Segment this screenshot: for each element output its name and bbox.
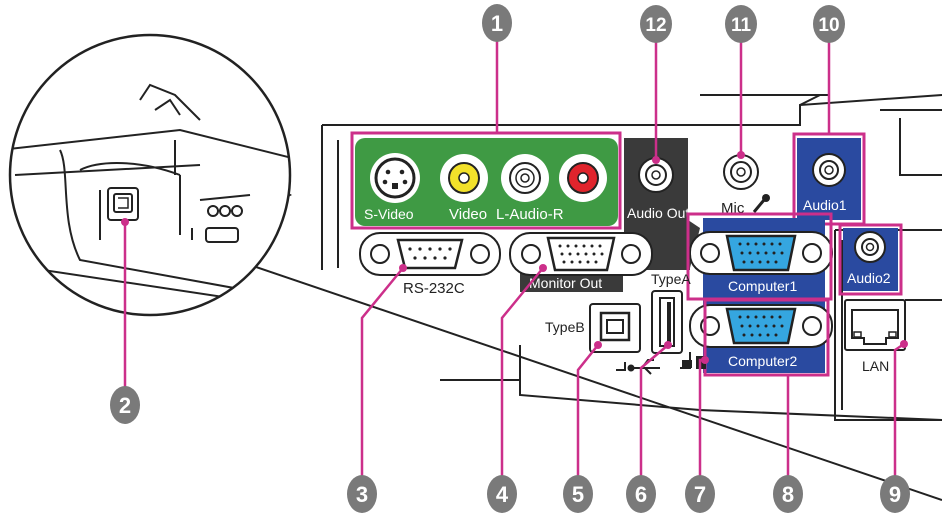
svg-text:2: 2 bbox=[119, 393, 131, 418]
lan-label: LAN bbox=[862, 358, 889, 374]
callout-10: 10 bbox=[813, 5, 845, 43]
callout-7: 7 bbox=[685, 475, 715, 513]
svg-text:12: 12 bbox=[645, 15, 666, 36]
usb-icon bbox=[616, 359, 660, 375]
monitor-out-label: Monitor Out bbox=[529, 275, 602, 291]
svg-text:5: 5 bbox=[572, 482, 584, 507]
lan-port-icon bbox=[851, 309, 899, 345]
callout-5: 5 bbox=[563, 475, 593, 513]
mic-port: Mic bbox=[721, 154, 770, 217]
callout-8: 8 bbox=[773, 475, 803, 513]
lan-port: LAN bbox=[844, 299, 906, 374]
av-input-panel: S-Video Video L-Audio-R bbox=[350, 131, 622, 230]
s-video-label: S-Video bbox=[364, 206, 414, 222]
audio2-port: Audio2 bbox=[838, 223, 903, 296]
callout-6: 6 bbox=[626, 475, 656, 513]
callout-11: 11 bbox=[725, 5, 757, 43]
svg-text:7: 7 bbox=[694, 482, 706, 507]
svg-text:8: 8 bbox=[782, 482, 794, 507]
svg-text:6: 6 bbox=[635, 482, 647, 507]
svg-text:9: 9 bbox=[889, 482, 901, 507]
rs232c-port: RS-232C bbox=[359, 232, 501, 297]
callout-9: 9 bbox=[880, 475, 910, 513]
mic-icon bbox=[752, 194, 770, 213]
computer1-label: Computer1 bbox=[728, 278, 797, 294]
monitor-out-port: Monitor Out bbox=[509, 232, 653, 292]
svg-text:11: 11 bbox=[731, 15, 752, 36]
audio2-label: Audio2 bbox=[847, 270, 891, 286]
svg-text:3: 3 bbox=[356, 482, 368, 507]
callout-4: 4 bbox=[487, 475, 517, 513]
highlight-box-computer2 bbox=[703, 298, 830, 377]
usb-type-b-port: TypeB bbox=[545, 303, 660, 375]
svg-text:10: 10 bbox=[818, 15, 839, 36]
callout-3: 3 bbox=[347, 475, 377, 513]
video-port bbox=[440, 154, 488, 202]
video-label: Video bbox=[449, 206, 487, 223]
callout-markers: 1 12 11 10 2 3 4 5 bbox=[110, 4, 910, 513]
magnifier-inset bbox=[8, 33, 292, 317]
svg-text:4: 4 bbox=[496, 482, 509, 507]
type-a-label: TypeA bbox=[651, 271, 691, 287]
audio1-port: Audio1 bbox=[792, 132, 866, 226]
type-b-label: TypeB bbox=[545, 319, 585, 335]
computer2-port: Computer2 bbox=[689, 304, 833, 369]
audio-l-port bbox=[501, 154, 549, 202]
audio-out-label: Audio Out bbox=[627, 205, 689, 221]
rs232c-label: RS-232C bbox=[403, 280, 465, 297]
svg-text:1: 1 bbox=[491, 11, 503, 36]
highlight-box-audio2 bbox=[838, 223, 903, 296]
leader-dots bbox=[121, 151, 908, 364]
audio1-label: Audio1 bbox=[803, 197, 847, 213]
audio-r-port bbox=[559, 154, 607, 202]
s-video-port bbox=[370, 153, 420, 203]
audio-lr-label: L-Audio-R bbox=[496, 206, 564, 223]
highlight-box-1 bbox=[350, 131, 622, 230]
computer2-label: Computer2 bbox=[728, 353, 797, 369]
callout-2: 2 bbox=[110, 386, 140, 424]
computer-ports: Computer1 Computer2 bbox=[686, 212, 833, 377]
callout-1: 1 bbox=[482, 4, 512, 42]
computer1-port: Computer1 bbox=[689, 231, 833, 294]
callout-12: 12 bbox=[640, 5, 672, 43]
